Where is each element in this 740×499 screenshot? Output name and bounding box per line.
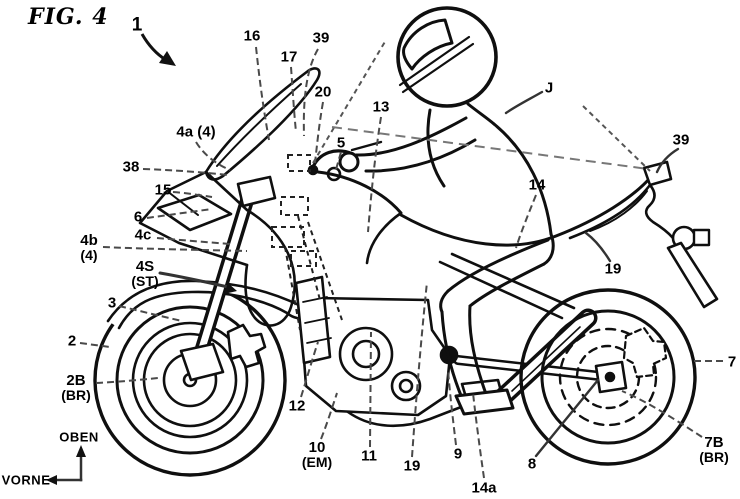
ref-label-2B: 2B(BR) [61, 372, 91, 403]
ref-label-J: J [544, 79, 554, 97]
orientation-front-label: VORNE [1, 472, 51, 488]
ref-label-7B: 7B(BR) [699, 434, 729, 465]
ref-label-14a: 14a [471, 479, 497, 497]
front-fairing [138, 170, 296, 327]
ref-label-12: 12 [288, 397, 306, 415]
figure-title: FIG. 4 [28, 4, 109, 30]
orientation-arrows [46, 445, 86, 485]
ref-label-6: 6 [133, 208, 143, 226]
ref-label-15: 15 [154, 181, 172, 199]
hidden-components [271, 154, 343, 331]
windscreen [204, 67, 321, 181]
ref-label-1: 1 [131, 14, 143, 36]
ref-label-9: 9 [453, 445, 463, 463]
up-arrowhead [76, 445, 86, 457]
leader-lines-solid [158, 90, 680, 458]
motorcycle-body [93, 67, 719, 477]
front-arrowhead [46, 475, 57, 485]
ref-label-7: 7 [727, 353, 737, 371]
ref-label-13: 13 [372, 98, 390, 116]
ref-label-19-bottom: 19 [403, 457, 421, 475]
ref-label-16: 16 [243, 27, 261, 45]
ref-label-14: 14 [528, 176, 546, 194]
ref-label-38: 38 [122, 158, 140, 176]
ref-label-4c: 4c [134, 226, 152, 244]
ref-label-39-right: 39 [672, 131, 690, 149]
ref-label-4a: 4a (4) [176, 123, 216, 141]
sight-lines [312, 39, 651, 172]
rider [338, 6, 555, 416]
ref-label-4b: 4b(4) [80, 232, 98, 263]
ref-label-17: 17 [280, 48, 298, 66]
ref-label-2: 2 [67, 332, 77, 350]
ref-label-3: 3 [107, 294, 117, 312]
ref-label-5: 5 [336, 134, 346, 152]
ref-label-39-top: 39 [312, 29, 330, 47]
ref-label-19-right: 19 [604, 260, 622, 278]
ref-label-4S: 4S(ST) [131, 258, 159, 289]
arrows [140, 33, 237, 294]
leader-lines-dashed [79, 46, 723, 479]
rear-wheel [519, 288, 697, 466]
orientation-up-label: OBEN [59, 429, 99, 445]
ref-label-20: 20 [314, 83, 332, 101]
rider-body [338, 102, 555, 416]
rider-helmet [396, 6, 498, 108]
ref-label-8: 8 [527, 455, 537, 473]
front-fork [179, 175, 277, 382]
tank-seat-tail [316, 160, 719, 320]
ref-label-11: 11 [361, 447, 377, 465]
ref-label-10: 10(EM) [301, 439, 333, 470]
